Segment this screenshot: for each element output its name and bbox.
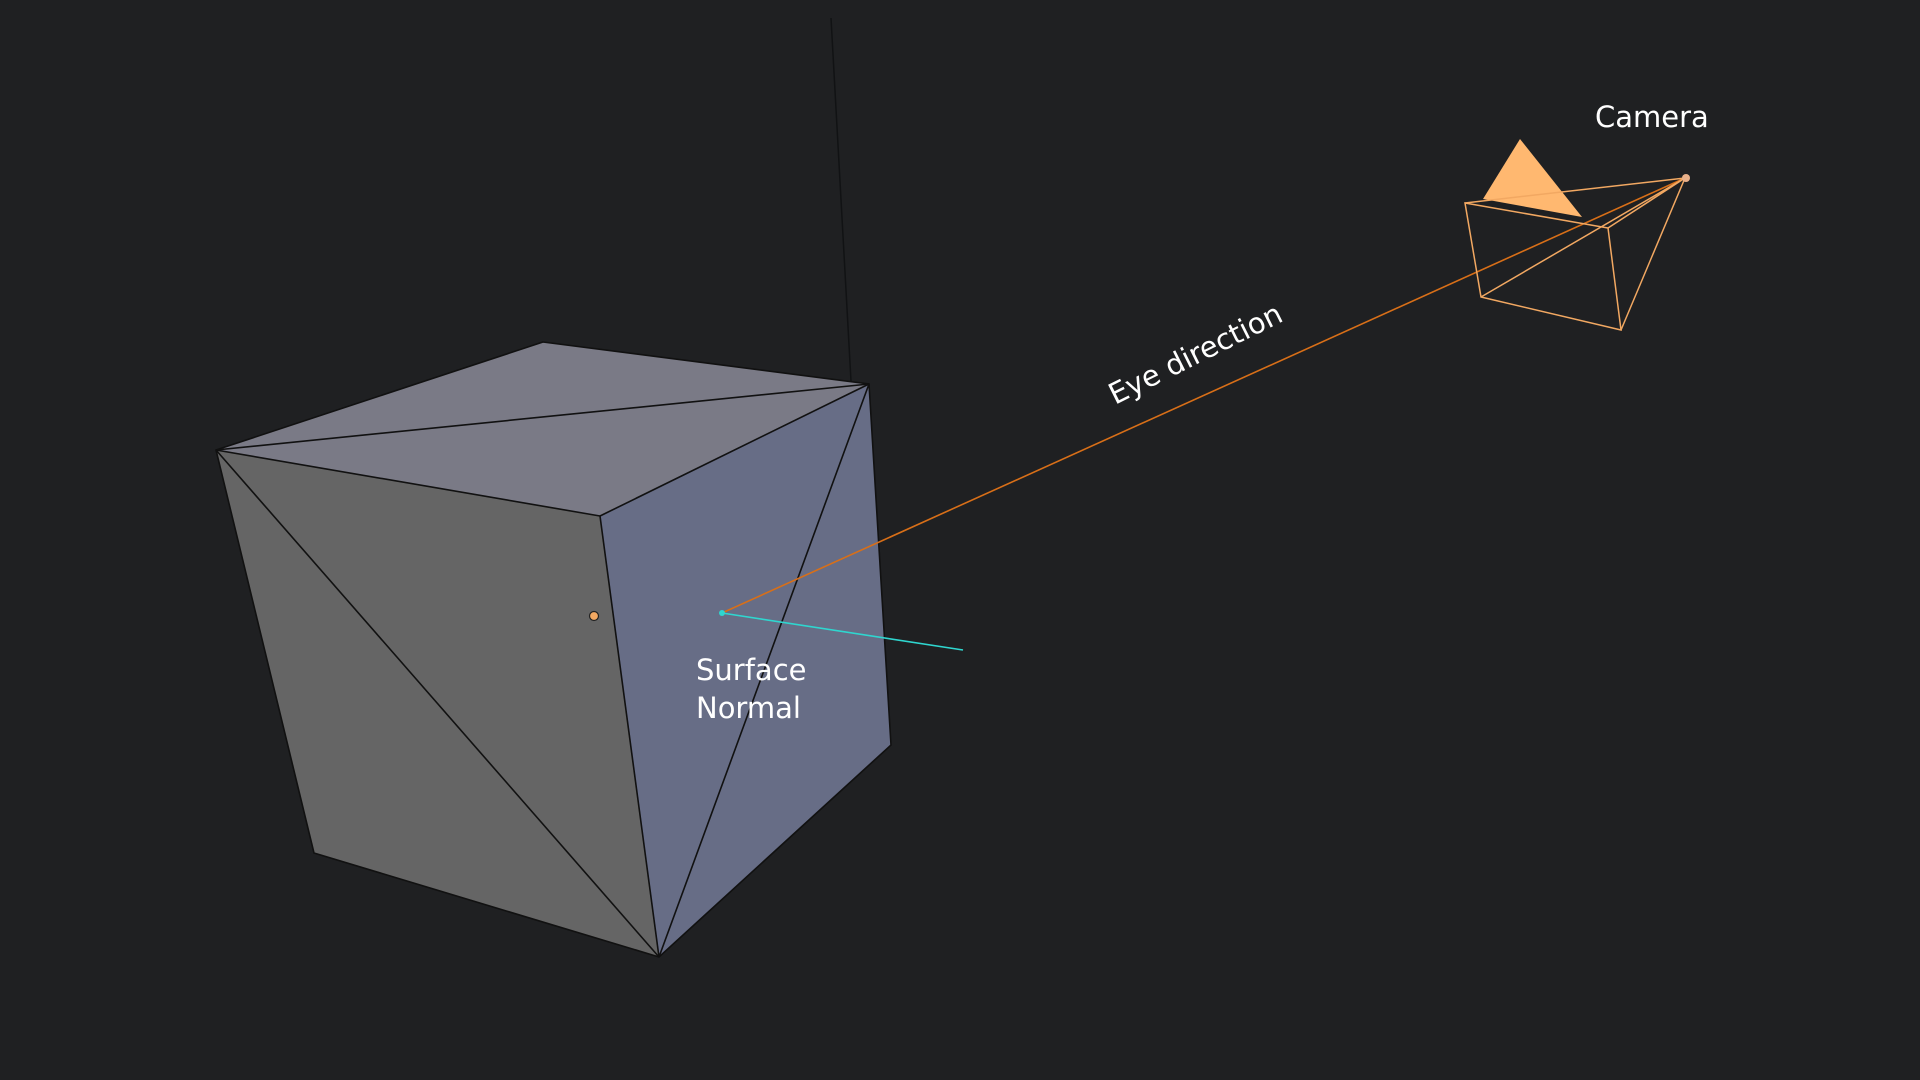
cube-edges — [215, 341, 892, 958]
cube — [215, 341, 892, 958]
surface-normal-label-line2: Normal — [696, 691, 801, 725]
surface-normal-line — [721, 612, 964, 651]
background-axis-line — [830, 17, 852, 382]
camera-label: Camera — [1595, 100, 1709, 134]
camera — [1464, 139, 1690, 331]
cube-right-face — [600, 384, 891, 957]
object-origin-dot — [588, 610, 600, 622]
camera-frustum — [1464, 177, 1686, 331]
eye-direction-ray — [721, 177, 1686, 614]
cube-top-face — [216, 342, 869, 516]
surface-normal-label-line1: Surface — [696, 653, 806, 687]
camera-origin-dot — [1682, 174, 1690, 182]
surface-point-dot — [719, 610, 725, 616]
